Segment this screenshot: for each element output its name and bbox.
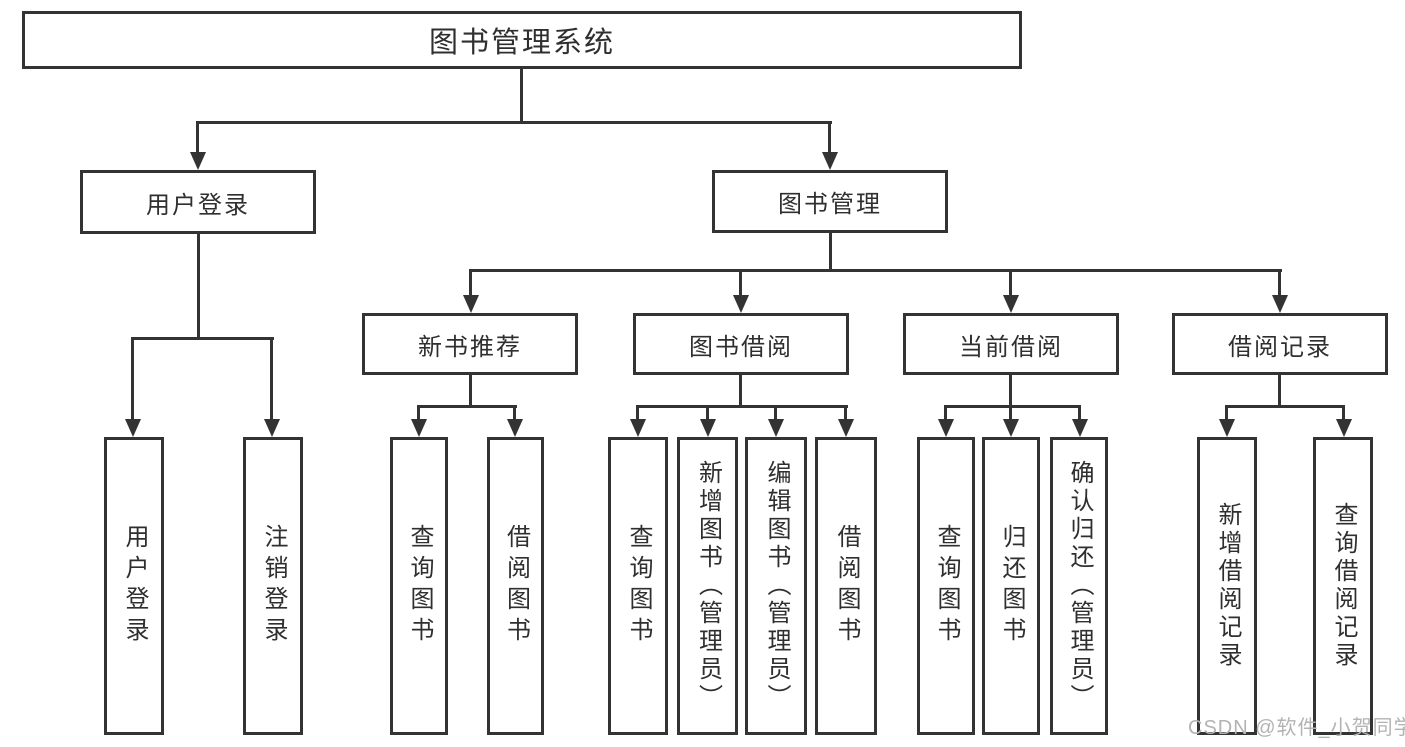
connector-vline xyxy=(469,269,472,295)
connector-vline xyxy=(1225,405,1228,419)
node-label: 新书推荐 xyxy=(418,333,522,361)
arrowhead-down-icon xyxy=(938,419,954,437)
arrowhead-down-icon xyxy=(411,419,427,437)
node-confirm-return-admin: 确认归还（管理员） xyxy=(1050,437,1108,735)
connector-vline xyxy=(706,405,709,419)
connector-hline xyxy=(1225,405,1345,408)
node-logout: 注销登录 xyxy=(243,437,303,735)
connector-vline xyxy=(828,121,831,152)
node-current-borrowing: 当前借阅 xyxy=(903,313,1119,375)
node-label: 编辑图书（管理员） xyxy=(763,460,790,712)
arrowhead-down-icon xyxy=(190,152,206,170)
node-query-books-borrow: 查询图书 xyxy=(608,437,668,735)
node-label: 新增借阅记录 xyxy=(1214,502,1241,670)
node-label: 归还图书 xyxy=(998,524,1025,648)
connector-hline xyxy=(196,121,832,124)
node-book-management: 图书管理 xyxy=(712,170,948,233)
arrowhead-down-icon xyxy=(1336,419,1352,437)
arrowhead-down-icon xyxy=(1003,419,1019,437)
connector-vline xyxy=(844,405,847,419)
arrowhead-down-icon xyxy=(463,295,479,313)
node-label: 借阅图书 xyxy=(502,524,530,648)
node-query-books-recommend: 查询图书 xyxy=(390,437,448,735)
node-borrow-books-recommend: 借阅图书 xyxy=(487,437,544,735)
connector-vline xyxy=(1009,269,1012,295)
node-add-book-admin: 新增图书（管理员） xyxy=(677,437,738,735)
node-label: 借阅记录 xyxy=(1228,333,1332,361)
arrowhead-down-icon xyxy=(630,419,646,437)
connector-hline xyxy=(131,337,274,340)
connector-vline xyxy=(1009,405,1012,419)
arrowhead-down-icon xyxy=(125,419,141,437)
arrowhead-down-icon xyxy=(264,419,280,437)
node-library-management-system: 图书管理系统 xyxy=(22,11,1022,69)
connector-vline xyxy=(1342,405,1345,419)
connector-vline xyxy=(774,405,777,419)
node-user-login-leaf: 用户登录 xyxy=(104,437,164,735)
csdn-watermark: CSDN @软件_小贺同学 xyxy=(1188,717,1405,739)
connector-hline xyxy=(636,405,848,408)
arrowhead-down-icon xyxy=(822,152,838,170)
arrowhead-down-icon xyxy=(1272,295,1288,313)
node-label: 确认归还（管理员） xyxy=(1066,460,1093,712)
connector-hline xyxy=(417,405,517,408)
node-label: 当前借阅 xyxy=(959,333,1063,361)
node-label: 查询图书 xyxy=(933,524,960,648)
node-label: 图书管理 xyxy=(778,191,882,218)
node-label: 用户登录 xyxy=(146,191,250,219)
connector-vline xyxy=(197,233,200,340)
node-label: 查询图书 xyxy=(406,524,433,648)
node-label: 图书借阅 xyxy=(689,333,793,361)
node-user-login: 用户登录 xyxy=(80,170,316,234)
arrowhead-down-icon xyxy=(838,419,854,437)
node-new-book-recommendation: 新书推荐 xyxy=(362,313,578,375)
connector-vline xyxy=(1078,405,1081,419)
connector-vline xyxy=(417,405,420,419)
arrowhead-down-icon xyxy=(700,419,716,437)
node-label: 借阅图书 xyxy=(833,524,860,648)
connector-vline xyxy=(1278,374,1281,408)
connector-vline xyxy=(636,405,639,419)
node-borrowing-records: 借阅记录 xyxy=(1172,313,1388,375)
node-label: 用户登录 xyxy=(121,524,148,648)
node-borrow-books-leaf: 借阅图书 xyxy=(815,437,877,735)
node-label: 查询图书 xyxy=(625,524,652,648)
connector-vline xyxy=(270,337,273,419)
connector-vline xyxy=(469,374,472,408)
connector-vline xyxy=(1278,269,1281,295)
arrowhead-down-icon xyxy=(507,419,523,437)
connector-vline xyxy=(131,337,134,419)
connector-vline xyxy=(513,405,516,419)
node-return-books: 归还图书 xyxy=(982,437,1040,735)
node-add-borrow-record: 新增借阅记录 xyxy=(1197,437,1257,735)
connector-vline xyxy=(829,231,832,272)
arrowhead-down-icon xyxy=(1219,419,1235,437)
node-query-borrow-record: 查询借阅记录 xyxy=(1313,437,1373,735)
arrowhead-down-icon xyxy=(733,295,749,313)
node-book-borrowing: 图书借阅 xyxy=(633,313,849,375)
arrowhead-down-icon xyxy=(1003,295,1019,313)
connector-vline xyxy=(944,405,947,419)
node-query-books-current: 查询图书 xyxy=(917,437,975,735)
connector-vline xyxy=(196,121,199,152)
connector-vline xyxy=(739,374,742,408)
connector-vline xyxy=(520,68,523,124)
arrowhead-down-icon xyxy=(768,419,784,437)
connector-hline xyxy=(944,405,1081,408)
arrowhead-down-icon xyxy=(1072,419,1088,437)
node-label: 新增图书（管理员） xyxy=(694,460,722,712)
connector-vline xyxy=(739,269,742,295)
node-label: 图书管理系统 xyxy=(428,27,615,59)
node-edit-book-admin: 编辑图书（管理员） xyxy=(745,437,807,735)
connector-hline xyxy=(469,269,1282,272)
node-label: 注销登录 xyxy=(260,524,287,648)
connector-vline xyxy=(1009,374,1012,408)
node-label: 查询借阅记录 xyxy=(1330,502,1357,670)
